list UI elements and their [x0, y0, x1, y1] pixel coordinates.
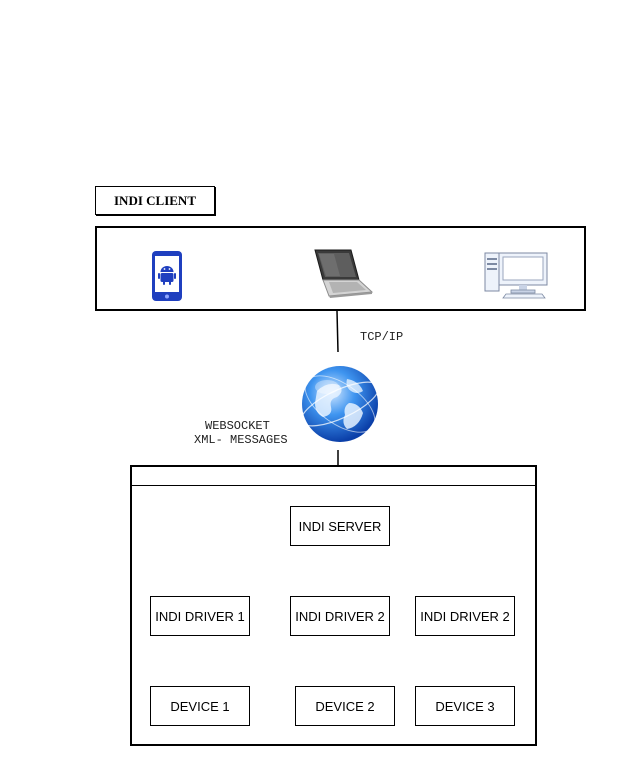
client-devices-panel [95, 226, 586, 311]
device-node-1: DEVICE 1 [150, 686, 250, 726]
device-node-3: DEVICE 3 [415, 686, 515, 726]
transport-label-line1: WEBSOCKET [205, 419, 270, 433]
indi-driver-node-3: INDI DRIVER 2 [415, 596, 515, 636]
client-title: INDI CLIENT [95, 186, 215, 215]
indi-server-node: INDI SERVER [290, 506, 390, 546]
indi-driver-node-1: INDI DRIVER 1 [150, 596, 250, 636]
desktop-computer-icon [484, 252, 548, 299]
transport-label-line2: XML- MESSAGES [194, 433, 288, 447]
protocol-label: TCP/IP [360, 330, 404, 344]
laptop-icon [314, 249, 374, 298]
client-to-network-line [336, 310, 339, 353]
android-phone-icon [152, 251, 182, 301]
indi-driver-node-2: INDI DRIVER 2 [290, 596, 390, 636]
globe-network-icon [300, 366, 380, 442]
device-node-2: DEVICE 2 [295, 686, 395, 726]
server-panel-header-divider [132, 485, 535, 486]
